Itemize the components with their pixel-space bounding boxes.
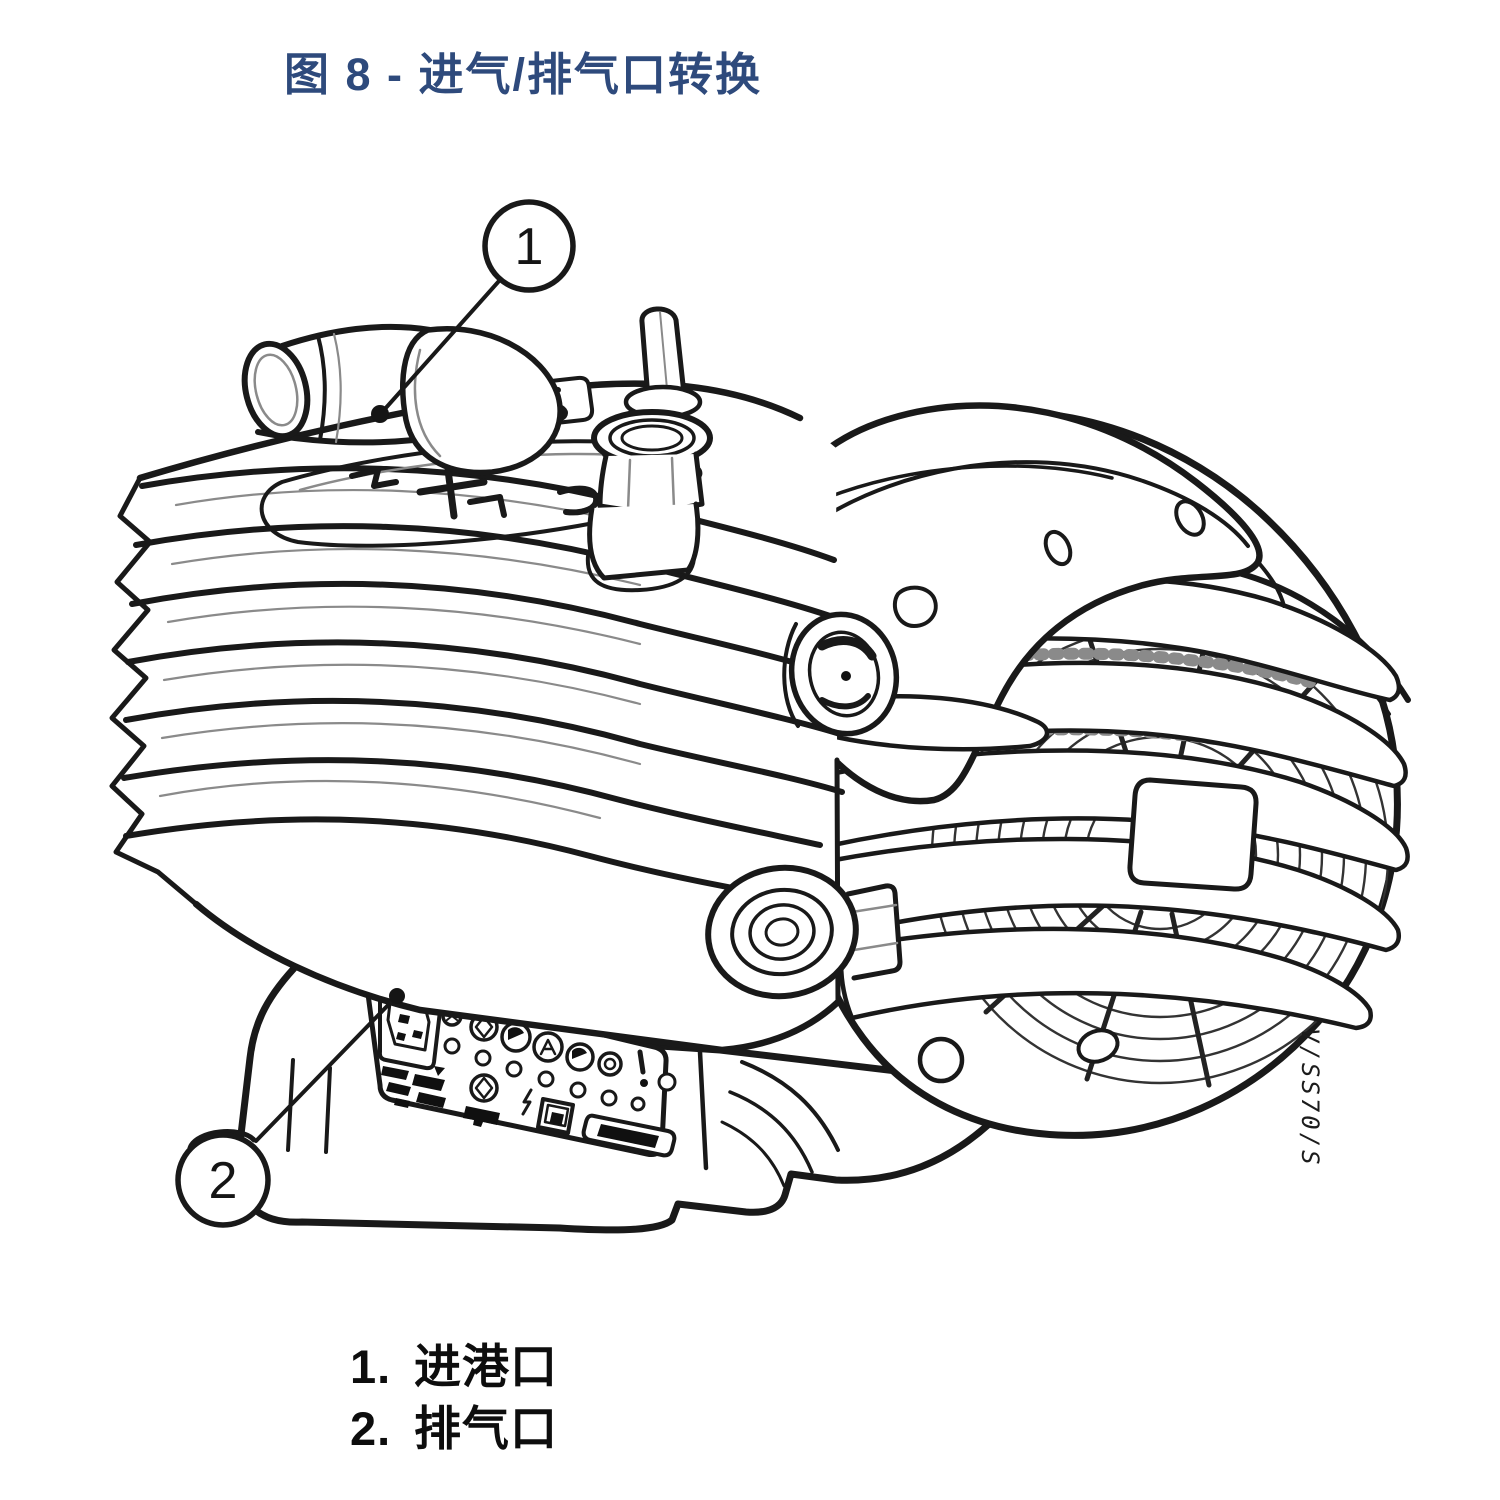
drawing-reference-code: V/SS70/S — [1296, 1028, 1324, 1168]
connector-panel — [364, 977, 677, 1158]
callout-2-pointer-dot — [389, 988, 405, 1004]
legend-item-1: 1. 进港口 — [350, 1336, 558, 1398]
inlet-flange-dome — [400, 326, 563, 476]
legend-item-1-label: 进港口 — [414, 1340, 558, 1393]
fan-hub-plate — [1127, 777, 1259, 892]
connector-icons — [441, 1005, 677, 1158]
legend-item-1-number: 1. — [350, 1340, 392, 1393]
callout-2: 2 — [175, 988, 405, 1228]
gas-ballast-knob — [782, 611, 900, 737]
figure-legend: 1. 进港口 2. 排气口 — [350, 1336, 558, 1460]
callout-1: 1 — [371, 199, 576, 423]
legend-item-2-number: 2. — [350, 1402, 392, 1455]
legend-item-2: 2. 排气口 — [350, 1398, 558, 1460]
callout-1-number: 1 — [515, 218, 544, 276]
lower-port — [705, 864, 903, 1000]
toggle-lever-and-port — [585, 306, 713, 593]
callout-1-circle — [482, 199, 576, 293]
figure-title: 图 8 - 进气/排气口转换 — [284, 49, 763, 100]
callout-2-circle — [175, 1132, 271, 1228]
inlet-port — [241, 323, 563, 476]
mounting-lug — [917, 1036, 965, 1084]
callout-1-pointer-dot — [371, 405, 389, 423]
legend-item-2-label: 排气口 — [414, 1402, 558, 1455]
callout-2-number: 2 — [209, 1152, 238, 1210]
rating-label-sticker — [381, 1066, 446, 1108]
cast-lettering — [349, 466, 600, 520]
